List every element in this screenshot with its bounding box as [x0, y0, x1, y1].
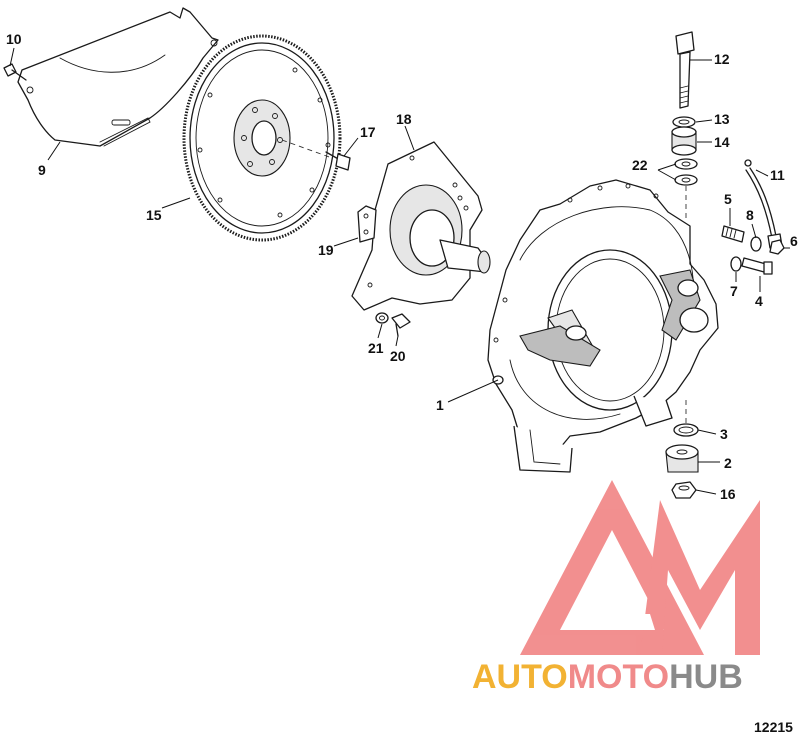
figure-number: 12215: [754, 719, 793, 735]
callout-15: 15: [146, 207, 162, 223]
callout-8: 8: [746, 207, 754, 223]
callout-22: 22: [632, 157, 648, 173]
callout-labels: 10 9 15 17 18 19 21 20 1 12 13 14 22 11 …: [6, 31, 798, 502]
part-22-washers: [674, 158, 698, 186]
leader-lines: [9, 47, 790, 495]
callout-6: 6: [790, 233, 798, 249]
part-9-cover-plate: [17, 7, 219, 147]
watermark-g-icon: [568, 555, 655, 630]
callout-12: 12: [714, 51, 730, 67]
callout-10: 10: [6, 31, 22, 47]
callout-1: 1: [436, 397, 444, 413]
part-21-washer: [375, 312, 389, 324]
watermark-m-icon: [640, 500, 760, 655]
part-10-bolt: [3, 63, 27, 81]
callout-3: 3: [720, 426, 728, 442]
part-14-spacer: [671, 126, 697, 156]
callout-16: 16: [720, 486, 736, 502]
callout-13: 13: [714, 111, 730, 127]
part-19-bracket: [357, 205, 377, 243]
part-13-washer: [672, 116, 696, 128]
watermark-text-hub: HUB: [669, 658, 743, 696]
part-18-coupler: [351, 141, 491, 311]
part-1-flywheel-housing: [487, 179, 719, 473]
callout-21: 21: [368, 340, 384, 356]
part-2-mount: [665, 444, 699, 473]
part-4-bolt: [741, 257, 773, 275]
part-15-flywheel: [182, 34, 342, 242]
callout-18: 18: [396, 111, 412, 127]
callout-17: 17: [360, 124, 376, 140]
callout-11: 11: [770, 167, 785, 183]
watermark-text-moto: MOTO: [568, 658, 669, 696]
watermark-text: AUTOMOTOHUB: [472, 658, 743, 696]
callout-2: 2: [724, 455, 732, 471]
part-6-nut: [769, 239, 785, 255]
callout-20: 20: [390, 348, 406, 364]
part-17-bolt: [281, 139, 351, 171]
part-16-nut: [671, 481, 697, 499]
callout-9: 9: [38, 162, 46, 178]
part-3-washer: [673, 423, 699, 437]
part-5-stud: [721, 225, 745, 243]
callout-14: 14: [714, 134, 730, 150]
part-7-washer: [730, 256, 742, 272]
callout-7: 7: [730, 283, 738, 299]
part-12-bolt: [675, 31, 695, 109]
callout-19: 19: [318, 242, 334, 258]
watermark-logo: [520, 480, 760, 655]
watermark-text-auto: AUTO: [472, 658, 568, 696]
part-20-bolt: [391, 313, 411, 337]
callout-5: 5: [724, 191, 732, 207]
callout-4: 4: [755, 293, 763, 309]
part-8-washer: [750, 236, 762, 252]
